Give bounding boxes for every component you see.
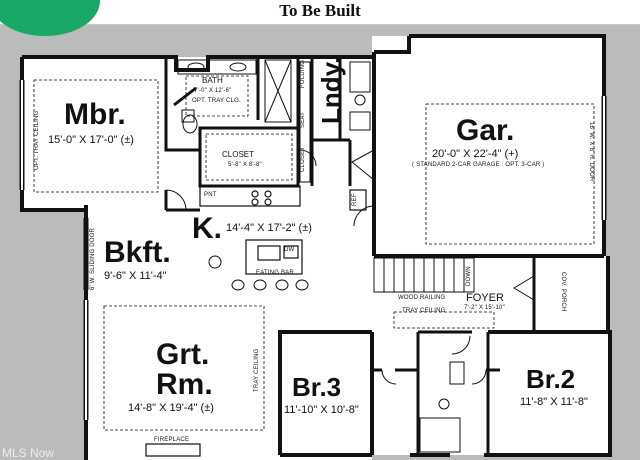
covered-porch-label: COV. PORCH bbox=[560, 272, 566, 312]
foyer-tray-ceiling: TRAY CEILING bbox=[402, 308, 446, 314]
title-banner: To Be Built bbox=[0, 0, 640, 25]
great-room-dimensions: 14'-8" X 19'-4" (±) bbox=[128, 402, 214, 414]
master-bedroom-label: Mbr. bbox=[64, 98, 126, 131]
listing-status-title: To Be Built bbox=[279, 1, 361, 20]
bath-tray-note: OPT. TRAY CLG. bbox=[192, 98, 241, 104]
wood-railing-label: WOOD RAILING bbox=[398, 295, 446, 301]
breakfast-label: Bkft. bbox=[104, 236, 171, 269]
kitchen-label: K. bbox=[192, 212, 222, 245]
bedroom3-label: Br.3 bbox=[292, 372, 342, 402]
bedroom2-dimensions: 11'-8" X 11'-8" bbox=[520, 396, 588, 408]
sliding-door-note: 6' W. SLIDING DOOR bbox=[90, 227, 96, 290]
closet-dimensions: 5'-8" X 8'-8" bbox=[228, 162, 262, 168]
stair-down-label: DOWN bbox=[466, 266, 472, 286]
foyer-dimensions: 7'-2" X 15'-10" bbox=[464, 305, 505, 311]
garage-door-note: 16' W. X 8' H. DOOR bbox=[588, 122, 594, 182]
bath-label: BATH bbox=[202, 76, 223, 85]
garage-note: ( STANDARD 2-CAR GARAGE : OPT. 3-CAR ) bbox=[412, 162, 545, 168]
dishwasher-label: DW bbox=[284, 247, 295, 253]
great-room-tray-ceiling: TRAY CEILING bbox=[254, 348, 260, 392]
closet-label: CLOSET bbox=[222, 150, 255, 159]
master-bedroom-dimensions: 15'-0" X 17'-0" (±) bbox=[48, 134, 134, 146]
refrigerator-label: REF bbox=[352, 193, 358, 206]
garage-label: Gar. bbox=[456, 114, 515, 147]
bath-dimensions: 7'-0" X 12'-6" bbox=[194, 88, 232, 94]
fireplace-label: FIREPLACE bbox=[154, 437, 190, 443]
master-tray-ceiling-note: OPT. TRAY CEILING bbox=[34, 110, 40, 170]
bedroom2-label: Br.2 bbox=[526, 364, 576, 394]
garage-dimensions: 20'-0" X 22'-4" (+) bbox=[432, 148, 519, 160]
breakfast-dimensions: 9'-6" X 11'-4" bbox=[104, 270, 167, 282]
eating-bar-label: EATING BAR bbox=[256, 270, 294, 276]
laundry-closet-note: CLOSET bbox=[300, 146, 306, 172]
pantry-label: PNT bbox=[204, 192, 217, 198]
mls-watermark: MLS Now bbox=[2, 446, 55, 460]
great-room-label-line1: Grt. bbox=[156, 338, 210, 371]
laundry-folding-note: FOLDING bbox=[300, 59, 306, 88]
laundry-seat-note: SEAT bbox=[300, 111, 306, 128]
kitchen-dimensions: 14'-4" X 17'-2" (±) bbox=[226, 222, 312, 234]
laundry-label: Lndy. bbox=[316, 56, 346, 124]
foyer-label: FOYER bbox=[466, 292, 504, 304]
bedroom3-dimensions: 11'-10" X 10'-8" bbox=[284, 404, 359, 416]
great-room-label-line2: Rm. bbox=[156, 368, 213, 401]
